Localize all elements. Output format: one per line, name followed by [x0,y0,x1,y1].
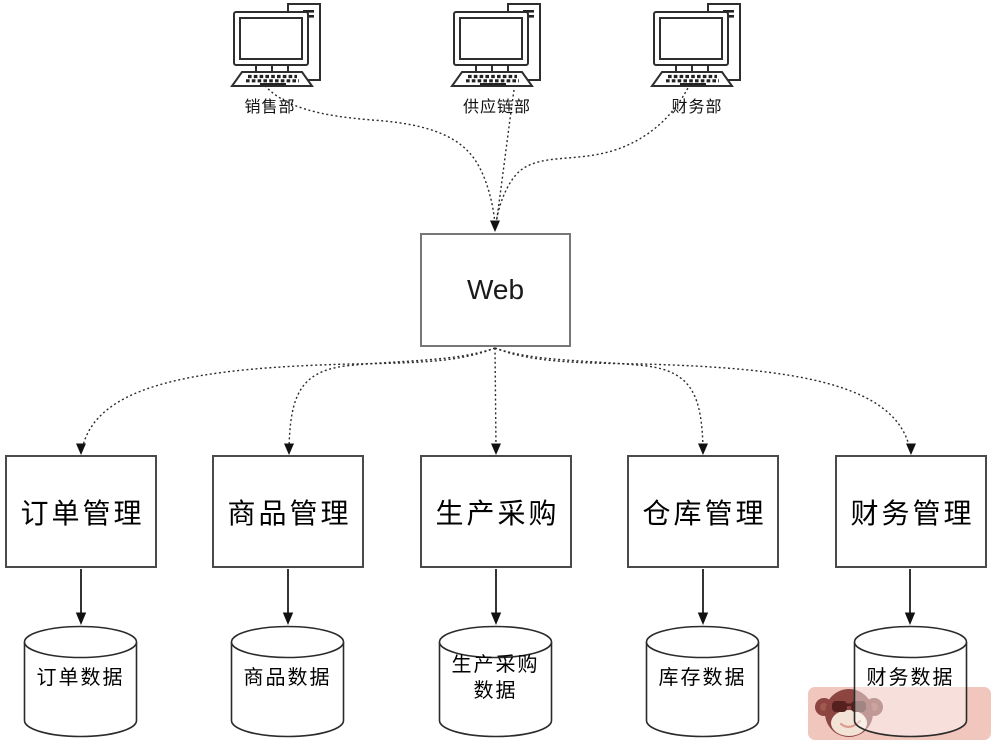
module-label: 生产采购 [435,497,560,529]
module-label: 商品管理 [227,497,352,529]
database-cylinder-icon [645,625,760,738]
datastore-label: 订单数据 [36,666,125,689]
client-node-finance-dept [648,2,748,90]
module-node-order-management: 订单管理 [5,455,157,568]
datastore-node-inventory-data: 库存数据 [645,625,760,738]
edge-web-to-warehouse [494,347,704,451]
edge-web-to-production [494,347,497,449]
arrowhead-web [490,220,500,232]
client-label-supply-chain-dept: 供应链部 [462,99,531,116]
edge-web-to-product [288,347,496,451]
datastore-label: 财务数据 [866,666,955,689]
module-node-production-procurement: 生产采购 [420,455,572,568]
web-hub-node: Web [420,233,571,347]
datastore-node-production-procurement-data: 生产采购数据 [438,625,553,738]
database-cylinder-icon [230,625,345,738]
edges-module-to-datastore [75,569,916,625]
database-cylinder-icon [23,625,138,738]
client-label-finance-dept: 财务部 [671,99,723,116]
datastore-node-product-data: 商品数据 [230,625,345,738]
module-label: 财务管理 [850,497,975,529]
module-label: 订单管理 [20,497,145,529]
datastore-label: 生产采购数据 [451,653,540,702]
client-node-sales-dept [228,2,328,90]
web-hub-label: Web [466,274,525,305]
datastore-node-finance-data: 财务数据 [853,625,968,738]
datastore-label: 库存数据 [658,666,747,689]
database-cylinder-icon [438,625,553,738]
edge-finance-to-web [495,83,691,225]
edge-sales-to-web [261,81,496,226]
client-label-sales-dept: 销售部 [244,99,296,116]
datastore-node-order-data: 订单数据 [23,625,138,738]
edge-web-to-order [81,347,496,451]
desktop-computer-icon [450,3,541,87]
module-node-warehouse-management: 仓库管理 [627,455,779,568]
datastore-label: 商品数据 [243,666,332,689]
module-label: 仓库管理 [642,497,767,529]
module-node-finance-management: 财务管理 [835,455,987,568]
desktop-computer-icon [230,3,321,87]
client-node-supply-chain-dept [448,2,548,90]
database-cylinder-icon [853,625,968,738]
desktop-computer-icon [650,3,741,87]
module-node-product-management: 商品管理 [212,455,364,568]
edge-web-to-financemod [494,347,911,451]
